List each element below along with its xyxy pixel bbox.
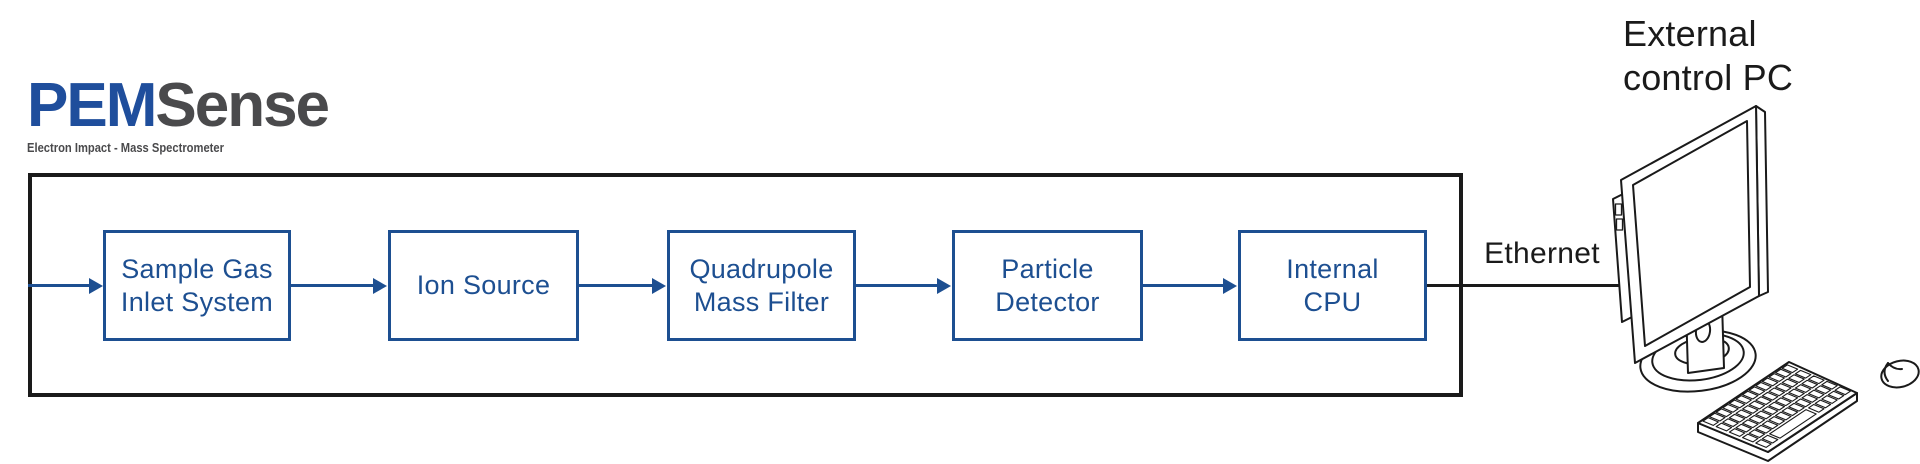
- block-label-line: Particle: [1001, 253, 1094, 284]
- brand-wordmark-secondary: Sense: [155, 71, 330, 140]
- block-label-line: Internal: [1286, 253, 1379, 284]
- brand-wordmark-primary: PEM: [27, 71, 157, 140]
- block-label-line: CPU: [1303, 286, 1362, 317]
- block-internal-cpu: Internal CPU: [1238, 230, 1427, 341]
- block-label-line: Ion Source: [416, 270, 551, 300]
- block-label-line: Mass Filter: [693, 286, 830, 317]
- brand-wordmark: PEMSense: [27, 71, 330, 140]
- flow-arrow-1: [291, 277, 387, 294]
- external-pc-illustration: [1612, 105, 1920, 462]
- block-particle-detector: Particle Detector: [952, 230, 1143, 341]
- block-label-line: Quadrupole: [689, 253, 834, 284]
- ethernet-line: [1427, 284, 1623, 287]
- flow-arrow-inlet: [28, 277, 103, 294]
- brand-logo: PEMSense Electron Impact - Mass Spectrom…: [27, 71, 330, 156]
- block-label-line: Sample Gas: [121, 253, 273, 284]
- keyboard-icon: [1698, 361, 1857, 462]
- monitor-icon: [1612, 105, 1769, 393]
- block-ion-source: Ion Source: [388, 230, 579, 341]
- block-quadrupole-mass-filter: Quadrupole Mass Filter: [667, 230, 856, 341]
- flow-arrow-3: [856, 277, 951, 294]
- external-pc-label: External control PC: [1623, 13, 1794, 98]
- block-label-line: Inlet System: [120, 286, 274, 317]
- flow-arrow-4: [1141, 277, 1237, 294]
- block-sample-gas-inlet-system: Sample Gas Inlet System: [103, 230, 291, 341]
- flow-arrow-2: [579, 277, 666, 294]
- mouse-icon: [1880, 359, 1920, 389]
- block-label-line: Detector: [995, 286, 1100, 317]
- brand-subtitle: Electron Impact - Mass Spectrometer: [27, 140, 224, 156]
- ethernet-label: Ethernet: [1484, 237, 1600, 270]
